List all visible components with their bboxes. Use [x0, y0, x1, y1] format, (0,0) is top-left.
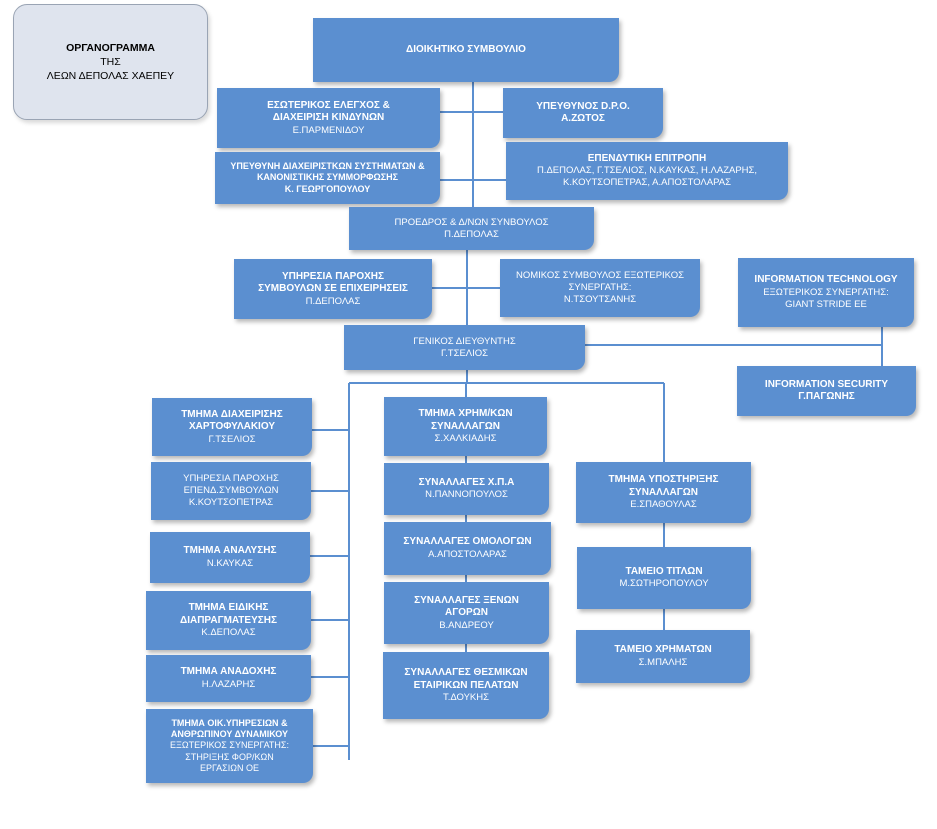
- dept-bonds: ΣΥΝΑΛΛΑΓΕΣ ΟΜΟΛΟΓΩΝ Α.ΑΠΟΣΤΟΛΑΡΑΣ: [384, 522, 551, 575]
- dept-title-2: ΣΥΝΑΛΛΑΓΩΝ: [431, 420, 500, 432]
- dept-name: Η.ΛΑΖΑΡΗΣ: [201, 678, 256, 690]
- title-line-3: ΛΕΩΝ ΔΕΠΟΛΑΣ ΧΑΕΠΕΥ: [46, 70, 175, 83]
- dept-name: Κ.ΚΟΥΤΣΟΠΕΤΡΑΣ: [188, 496, 274, 508]
- dept-title-1: ΣΥΝΑΛΛΑΓΕΣ Χ.Π.Α: [418, 476, 515, 488]
- legal-box: ΝΟΜΙΚΟΣ ΣΥΜΒΟΥΛΟΣ ΕΞΩΤΕΡΙΚΟΣ ΣΥΝΕΡΓΑΤΗΣ:…: [500, 259, 700, 317]
- dept-special-trading: ΤΜΗΜΑ ΕΙΔΙΚΗΣ ΔΙΑΠΡΑΓΜΑΤΕΥΣΗΣ Κ.ΔΕΠΟΛΑΣ: [146, 591, 311, 650]
- dept-title-2: ΕΤΑΙΡΙΚΩΝ ΠΕΛΑΤΩΝ: [413, 679, 519, 691]
- dept-title-1: ΥΠΗΡΕΣΙΑ ΠΑΡΟΧΗΣ: [183, 473, 279, 485]
- dept-title-1: ΤΑΜΕΙΟ ΤΙΤΛΩΝ: [625, 565, 703, 577]
- it-box: INFORMATION TECHNOLOGY ΕΞΩΤΕΡΙΚΟΣ ΣΥΝΕΡΓ…: [738, 258, 914, 327]
- compliance-name: Κ. ΓΕΩΡΓΟΠΟΥΛΟΥ: [284, 183, 371, 194]
- internal-audit-name: Ε.ΠΑΡΜΕΝΙΔΟΥ: [292, 124, 365, 136]
- dept-name: Ν.ΠΑΝΝΟΠΟΥΛΟΣ: [425, 489, 508, 501]
- dept-name: Σ.ΧΑΛΚΙΑΔΗΣ: [434, 433, 497, 445]
- business-advisory-name: Π.ΔΕΠΟΛΑΣ: [305, 295, 361, 307]
- dept-name-1: ΣΤΗΡΙΞΗΣ ΦΟΡ/ΚΩΝ: [185, 751, 274, 762]
- dept-foreign-markets: ΣΥΝΑΛΛΑΓΕΣ ΞΕΝΩΝ ΑΓΟΡΩΝ Β.ΑΝΔΡΕΟΥ: [384, 582, 549, 644]
- dept-title-1: ΣΥΝΑΛΛΑΓΕΣ ΟΜΟΛΟΓΩΝ: [403, 536, 532, 548]
- it-title: INFORMATION TECHNOLOGY: [754, 274, 898, 286]
- board-box: ΔΙΟΙΚΗΤΙΚΟ ΣΥΜΒΟΥΛΙΟ: [313, 18, 619, 82]
- dept-sub: ΕΞΩΤΕΡΙΚΟΣ ΣΥΝΕΡΓΑΤΗΣ:: [170, 740, 289, 751]
- investment-committee-members-1: Π.ΔΕΠΟΛΑΣ, Γ.ΤΣΕΛΙΟΣ, Ν.ΚΑΥΚΑΣ, Η.ΛΑΖΑΡΗ…: [536, 165, 758, 177]
- internal-audit-title-2: ΔΙΑΧΕΙΡΙΣΗ ΚΙΝΔΥΝΩΝ: [272, 112, 385, 124]
- info-security-box: INFORMATION SECURITY Γ.ΠΑΓΩΝΗΣ: [737, 366, 916, 416]
- dept-name: Τ.ΔΟΥΚΗΣ: [442, 692, 490, 704]
- dept-title-1: ΤΜΗΜΑ ΟΙΚ.ΥΠΗΡΕΣΙΩΝ &: [171, 717, 288, 728]
- dept-title-2: ΣΥΝΑΛΛΑΓΩΝ: [629, 486, 698, 498]
- business-advisory-title-1: ΥΠΗΡΕΣΙΑ ΠΑΡΟΧΗΣ: [281, 270, 385, 282]
- dept-finance-hr: ΤΜΗΜΑ ΟΙΚ.ΥΠΗΡΕΣΙΩΝ & ΑΝΘΡΩΠΙΝΟΥ ΔΥΝΑΜΙΚ…: [146, 709, 313, 783]
- dept-underwriting: ΤΜΗΜΑ ΑΝΑΔΟΧΗΣ Η.ΛΑΖΑΡΗΣ: [146, 655, 311, 702]
- internal-audit-title-1: ΕΣΩΤΕΡΙΚΟΣ ΕΛΕΓΧΟΣ &: [267, 99, 390, 111]
- title-line-2: ΤΗΣ: [100, 55, 121, 68]
- dept-title-1: ΣΥΝΑΛΛΑΓΕΣ ΘΕΣΜΙΚΩΝ: [404, 667, 528, 679]
- dept-title-1: ΤΜΗΜΑ ΔΙΑΧΕΙΡΙΣΗΣ: [181, 408, 283, 420]
- dept-title-1: ΤΜΗΜΑ ΑΝΑΔΟΧΗΣ: [180, 666, 277, 678]
- dept-name-2: ΕΡΓΑΣΙΩΝ ΟΕ: [200, 762, 259, 773]
- legal-name: Ν.ΤΣΟΥΤΣΑΝΗΣ: [563, 293, 637, 305]
- dept-title-2: ΕΠΕΝΔ.ΣΥΜΒΟΥΛΩΝ: [183, 485, 279, 497]
- dept-title-1: ΤΑΜΕΙΟ ΧΡΗΜΑΤΩΝ: [614, 644, 712, 656]
- dept-name: Ε.ΣΠΑΘΟΥΛΑΣ: [630, 499, 697, 511]
- board-title: ΔΙΟΙΚΗΤΙΚΟ ΣΥΜΒΟΥΛΙΟ: [406, 43, 526, 55]
- investment-committee-box: ΕΠΕΝΔΥΤΙΚΗ ΕΠΙΤΡΟΠΗ Π.ΔΕΠΟΛΑΣ, Γ.ΤΣΕΛΙΟΣ…: [506, 142, 788, 200]
- dept-institutional-clients: ΣΥΝΑΛΛΑΓΕΣ ΘΕΣΜΙΚΩΝ ΕΤΑΙΡΙΚΩΝ ΠΕΛΑΤΩΝ Τ.…: [383, 652, 549, 719]
- dept-securities-cashier: ΤΑΜΕΙΟ ΤΙΤΛΩΝ Μ.ΣΩΤΗΡΟΠΟΥΛΟΥ: [577, 547, 751, 609]
- internal-audit-box: ΕΣΩΤΕΡΙΚΟΣ ΕΛΕΓΧΟΣ & ΔΙΑΧΕΙΡΙΣΗ ΚΙΝΔΥΝΩΝ…: [217, 88, 440, 148]
- info-security-title: INFORMATION SECURITY: [764, 378, 889, 390]
- title-line-1: ΟΡΓΑΝΟΓΡΑΜΜΑ: [66, 41, 155, 54]
- dept-title-1: ΤΜΗΜΑ ΕΙΔΙΚΗΣ: [188, 602, 269, 614]
- investment-committee-title: ΕΠΕΝΔΥΤΙΚΗ ΕΠΙΤΡΟΠΗ: [587, 152, 707, 164]
- business-advisory-box: ΥΠΗΡΕΣΙΑ ΠΑΡΟΧΗΣ ΣΥΜΒΟΥΛΩΝ ΣΕ ΕΠΙΧΕΙΡΗΣΕ…: [234, 259, 432, 319]
- general-manager-name: Γ.ΤΣΕΛΙΟΣ: [440, 347, 489, 359]
- dept-transaction-support: ΤΜΗΜΑ ΥΠΟΣΤΗΡΙΞΗΣ ΣΥΝΑΛΛΑΓΩΝ Ε.ΣΠΑΘΟΥΛΑΣ: [576, 462, 751, 523]
- dept-name: Ν.ΚΑΥΚΑΣ: [206, 557, 254, 569]
- chart-title: ΟΡΓΑΝΟΓΡΑΜΜΑ ΤΗΣ ΛΕΩΝ ΔΕΠΟΛΑΣ ΧΑΕΠΕΥ: [13, 4, 208, 120]
- business-advisory-title-2: ΣΥΜΒΟΥΛΩΝ ΣΕ ΕΠΙΧΕΙΡΗΣΕΙΣ: [258, 283, 408, 295]
- general-manager-title: ΓΕΝΙΚΟΣ ΔΙΕΥΘΥΝΤΗΣ: [413, 335, 516, 347]
- dept-investment-advisory: ΥΠΗΡΕΣΙΑ ΠΑΡΟΧΗΣ ΕΠΕΝΔ.ΣΥΜΒΟΥΛΩΝ Κ.ΚΟΥΤΣ…: [151, 462, 311, 520]
- dept-name: Κ.ΔΕΠΟΛΑΣ: [201, 627, 256, 639]
- legal-title-2: ΣΥΝΕΡΓΑΤΗΣ:: [568, 282, 632, 294]
- dept-title-2: ΧΑΡΤΟΦΥΛΑΚΙΟΥ: [188, 421, 276, 433]
- dept-name: Μ.ΣΩΤΗΡΟΠΟΥΛΟΥ: [619, 578, 709, 590]
- dept-title-2: ΔΙΑΠΡΑΓΜΑΤΕΥΣΗΣ: [180, 614, 277, 626]
- compliance-title-1: ΥΠΕΥΘΥΝΗ ΔΙΑΧΕΙΡΙΣΤΚΩΝ ΣΥΣΤΗΜΑΤΩΝ &: [230, 161, 425, 172]
- dept-title-2: ΑΓΟΡΩΝ: [445, 607, 488, 619]
- dept-athens-exchange: ΣΥΝΑΛΛΑΓΕΣ Χ.Π.Α Ν.ΠΑΝΝΟΠΟΥΛΟΣ: [384, 463, 549, 515]
- dpo-box: ΥΠΕΥΘΥΝΟΣ D.P.O. Α.ΖΩΤΟΣ: [503, 88, 663, 138]
- info-security-name: Γ.ΠΑΓΩΝΗΣ: [798, 391, 855, 402]
- dept-title-2: ΑΝΘΡΩΠΙΝΟΥ ΔΥΝΑΜΙΚΟΥ: [170, 729, 289, 740]
- dept-title-1: ΣΥΝΑΛΛΑΓΕΣ ΞΕΝΩΝ: [414, 594, 519, 606]
- legal-title-1: ΝΟΜΙΚΟΣ ΣΥΜΒΟΥΛΟΣ ΕΞΩΤΕΡΙΚΟΣ: [515, 270, 684, 282]
- dept-cash-cashier: ΤΑΜΕΙΟ ΧΡΗΜΑΤΩΝ Σ.ΜΠΑΛΗΣ: [576, 630, 750, 683]
- dept-financial-transactions: ΤΜΗΜΑ ΧΡΗΜ/ΚΩΝ ΣΥΝΑΛΛΑΓΩΝ Σ.ΧΑΛΚΙΑΔΗΣ: [384, 397, 547, 456]
- dept-name: Β.ΑΝΔΡΕΟΥ: [439, 619, 494, 631]
- dept-name: Γ.ΤΣΕΛΙΟΣ: [208, 433, 256, 445]
- dpo-title: ΥΠΕΥΘΥΝΟΣ D.P.O.: [536, 100, 630, 112]
- dept-portfolio-management: ΤΜΗΜΑ ΔΙΑΧΕΙΡΙΣΗΣ ΧΑΡΤΟΦΥΛΑΚΙΟΥ Γ.ΤΣΕΛΙΟ…: [152, 398, 312, 456]
- dpo-name: Α.ΖΩΤΟΣ: [561, 113, 605, 124]
- general-manager-box: ΓΕΝΙΚΟΣ ΔΙΕΥΘΥΝΤΗΣ Γ.ΤΣΕΛΙΟΣ: [344, 325, 585, 370]
- dept-name: Σ.ΜΠΑΛΗΣ: [638, 656, 688, 668]
- president-name: Π.ΔΕΠΟΛΑΣ: [444, 228, 499, 240]
- investment-committee-members-2: Κ.ΚΟΥΤΣΟΠΕΤΡΑΣ, Α.ΑΠΟΣΤΟΛΑΡΑΣ: [563, 177, 731, 189]
- compliance-title-2: ΚΑΝΟΝΙΣΤΙΚΗΣ ΣΥΜΜΟΡΦΩΣΗΣ: [256, 172, 399, 183]
- dept-name: Α.ΑΠΟΣΤΟΛΑΡΑΣ: [428, 548, 507, 560]
- president-box: ΠΡΟΕΔΡΟΣ & Δ/ΝΩΝ ΣΥΝΒΟΥΛΟΣ Π.ΔΕΠΟΛΑΣ: [349, 207, 594, 250]
- dept-analysis: ΤΜΗΜΑ ΑΝΑΛΥΣΗΣ Ν.ΚΑΥΚΑΣ: [150, 532, 310, 583]
- dept-title-1: ΤΜΗΜΑ ΥΠΟΣΤΗΡΙΞΗΣ: [608, 474, 719, 486]
- it-name: GIANT STRIDE EE: [785, 298, 867, 310]
- president-title: ΠΡΟΕΔΡΟΣ & Δ/ΝΩΝ ΣΥΝΒΟΥΛΟΣ: [394, 216, 549, 228]
- compliance-box: ΥΠΕΥΘΥΝΗ ΔΙΑΧΕΙΡΙΣΤΚΩΝ ΣΥΣΤΗΜΑΤΩΝ & ΚΑΝΟ…: [215, 152, 440, 204]
- it-sub: ΕΞΩΤΕΡΙΚΟΣ ΣΥΝΕΡΓΑΤΗΣ:: [763, 286, 889, 298]
- dept-title-1: ΤΜΗΜΑ ΧΡΗΜ/ΚΩΝ: [418, 408, 513, 420]
- dept-title-1: ΤΜΗΜΑ ΑΝΑΛΥΣΗΣ: [183, 545, 277, 557]
